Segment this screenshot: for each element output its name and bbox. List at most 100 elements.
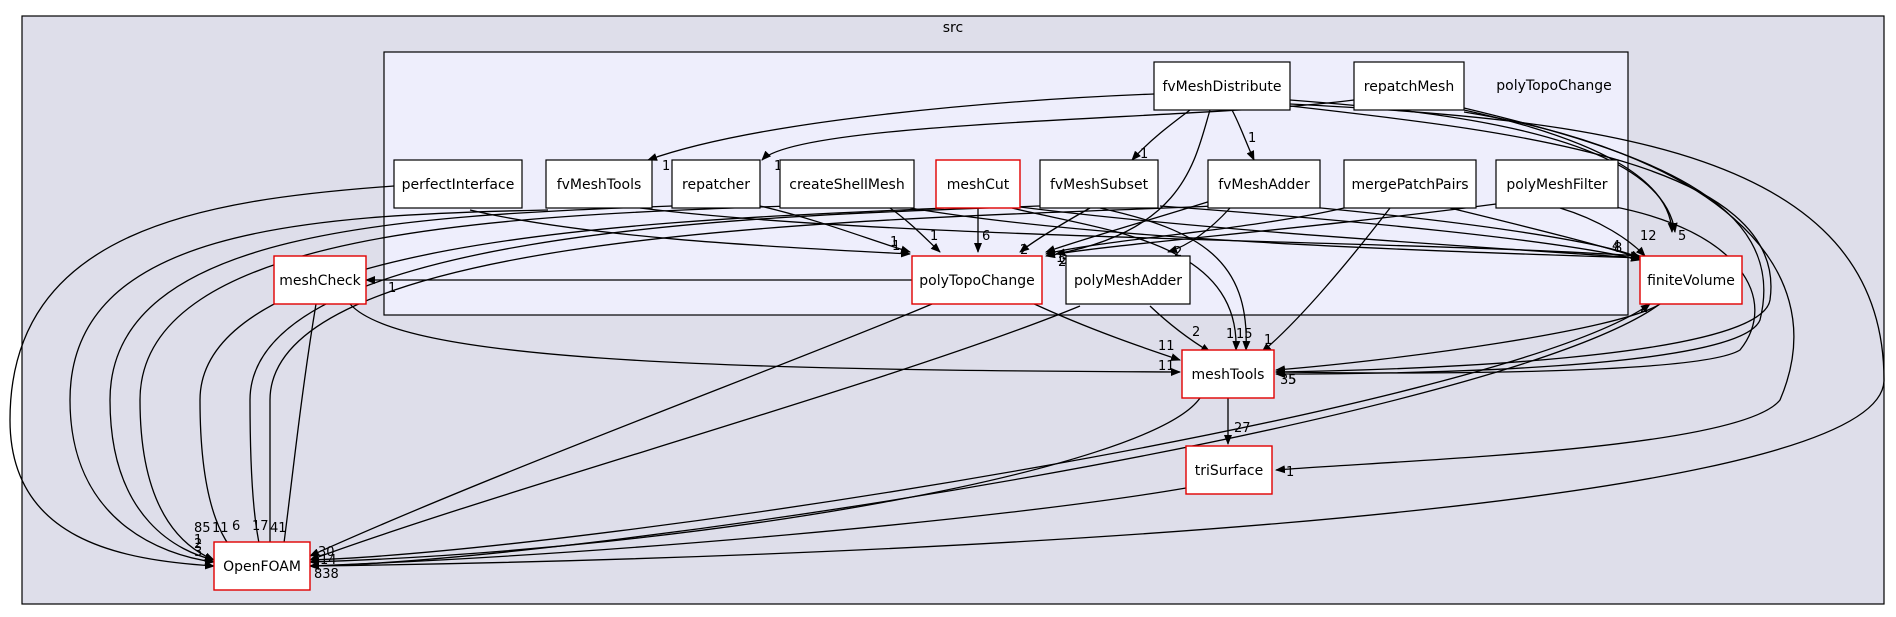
edge-fmd-mt [1275, 105, 1772, 376]
node-label: polyTopoChange [919, 273, 1034, 289]
edge-fmd-fvMeshSubset [1131, 109, 1191, 161]
edge-label: 2 [194, 537, 202, 552]
edge-label: 4 [1612, 239, 1620, 254]
edge-label: 1 [892, 239, 900, 254]
edge-label: 1 [662, 159, 670, 174]
edge-label: 1 [1056, 251, 1064, 266]
node-fvMeshSubset[interactable]: fvMeshSubset [1039, 159, 1159, 209]
edge-fma-pma [1167, 207, 1231, 254]
edge-label: 2 [1058, 255, 1066, 270]
edge-label: 14 [320, 553, 337, 568]
node-repatchMesh[interactable]: repatchMesh [1353, 61, 1465, 111]
edge-fmt-of [69, 209, 549, 565]
node-triSurface[interactable]: triSurface [1185, 445, 1273, 495]
edge-label: 3 [194, 545, 202, 560]
edge-label: 11 [212, 521, 229, 536]
edge-pi-ptc [469, 209, 911, 258]
edge-ptc-mt [1029, 301, 1181, 361]
edge-label: 6 [982, 229, 990, 244]
node-label: fvMeshDistribute [1162, 79, 1281, 95]
edge-fma-of [266, 205, 1215, 559]
edge-rpm-tri [1275, 111, 1795, 474]
node-label: perfectInterface [402, 177, 515, 193]
edge-pmf-ptc [1045, 203, 1497, 259]
edge-fms-ptc [1019, 207, 1091, 253]
edges [9, 93, 1885, 570]
node-label: meshCut [947, 177, 1010, 193]
edge-label: 1 [388, 281, 396, 296]
edge-label: 1 [774, 159, 782, 174]
edge-mpp-ptc [1045, 207, 1345, 256]
edge-label: 2 [1640, 301, 1648, 316]
edge-fmd-fvMeshTools [647, 93, 1155, 161]
edge-label: 30 [318, 545, 335, 560]
node-polyMeshAdder[interactable]: polyMeshAdder [1065, 255, 1191, 305]
node-repatcher[interactable]: repatcher [671, 159, 761, 209]
edge-label: 1 [1264, 333, 1272, 348]
node-finiteVolume[interactable]: finiteVolume [1639, 255, 1743, 305]
node-meshCut[interactable]: meshCut [935, 159, 1021, 209]
edge-mt-of [309, 397, 1201, 566]
node-mergePatchPairs[interactable]: mergePatchPairs [1343, 159, 1477, 209]
node-label: createShellMesh [789, 177, 904, 193]
edge-fma-ptc [1045, 199, 1215, 253]
edge-fms-fv [1159, 205, 1641, 262]
edge-csm-fv [909, 207, 1641, 262]
edge-pmf-fv [1559, 207, 1646, 257]
node-label: finiteVolume [1647, 273, 1735, 289]
edge-label: 1 [1140, 147, 1148, 162]
edge-fmd-fvMeshAdder [1231, 109, 1255, 161]
edge-label: 15 [1236, 327, 1253, 342]
node-meshTools[interactable]: meshTools [1181, 349, 1275, 399]
node-label: triSurface [1195, 463, 1263, 479]
edge-label: 12 [1640, 229, 1657, 244]
edge-pi-of [9, 185, 395, 570]
edge-rep-of [109, 205, 673, 562]
node-OpenFOAM[interactable]: OpenFOAM [213, 541, 311, 591]
edge-label: 3 [1060, 253, 1068, 268]
node-createShellMesh[interactable]: createShellMesh [779, 159, 915, 209]
edge-pmf-mt [1275, 205, 1756, 377]
node-fvMeshDistribute[interactable]: fvMeshDistribute [1153, 61, 1291, 111]
node-polyTopoChange[interactable]: polyTopoChange [911, 255, 1043, 305]
edge-label: 85 [194, 521, 211, 536]
edge-label: 11 [1158, 339, 1175, 354]
node-label: fvMeshTools [557, 177, 642, 193]
edge-label: 1 [1286, 465, 1294, 480]
cluster-polyTopoChange-title: polyTopoChange [1496, 78, 1611, 94]
node-fvMeshAdder[interactable]: fvMeshAdder [1207, 159, 1321, 209]
edge-label: 27 [1234, 421, 1251, 436]
edge-tri-of [309, 487, 1187, 570]
edge-label: 2 [1192, 325, 1200, 340]
cluster-src-title: src [943, 20, 963, 36]
nodes: fvMeshDistribute repatchMesh perfectInte… [213, 61, 1743, 591]
edge-of-fv [309, 303, 1651, 561]
edge-csm-of [139, 205, 789, 561]
node-label: polyMeshFilter [1506, 177, 1607, 193]
edge-label: 1 [1248, 131, 1256, 146]
edge-label: 17 [252, 519, 269, 534]
node-polyMeshFilter[interactable]: polyMeshFilter [1495, 159, 1619, 209]
node-label: meshTools [1192, 367, 1265, 383]
edge-label: 2 [1020, 243, 1028, 258]
node-label: repatchMesh [1364, 79, 1454, 95]
edge-pma-of [309, 305, 1081, 561]
edge-mpp-mt [1261, 207, 1391, 353]
edge-label: 41 [270, 521, 287, 536]
edge-labels: 1 1 1 1 5 6 1 2 1 1 1 2 3 2 1 12 4 8 11 … [194, 131, 1686, 582]
edge-fmd-ptc [1055, 109, 1211, 257]
edge-label: 6 [232, 519, 240, 534]
node-label: OpenFOAM [223, 559, 301, 575]
edge-label: 8 [1614, 241, 1622, 256]
node-label: polyMeshAdder [1074, 273, 1182, 289]
edge-mc-fv [1011, 205, 1641, 262]
node-perfectInterface[interactable]: perfectInterface [393, 159, 523, 209]
node-label: meshCheck [279, 273, 361, 289]
node-label: fvMeshSubset [1050, 177, 1149, 193]
node-fvMeshTools[interactable]: fvMeshTools [545, 159, 653, 209]
edge-fv-of [309, 303, 1661, 570]
edge-label: 11 [1158, 359, 1175, 374]
edge-rep-ptc [759, 205, 911, 254]
node-meshCheck[interactable]: meshCheck [273, 255, 367, 305]
